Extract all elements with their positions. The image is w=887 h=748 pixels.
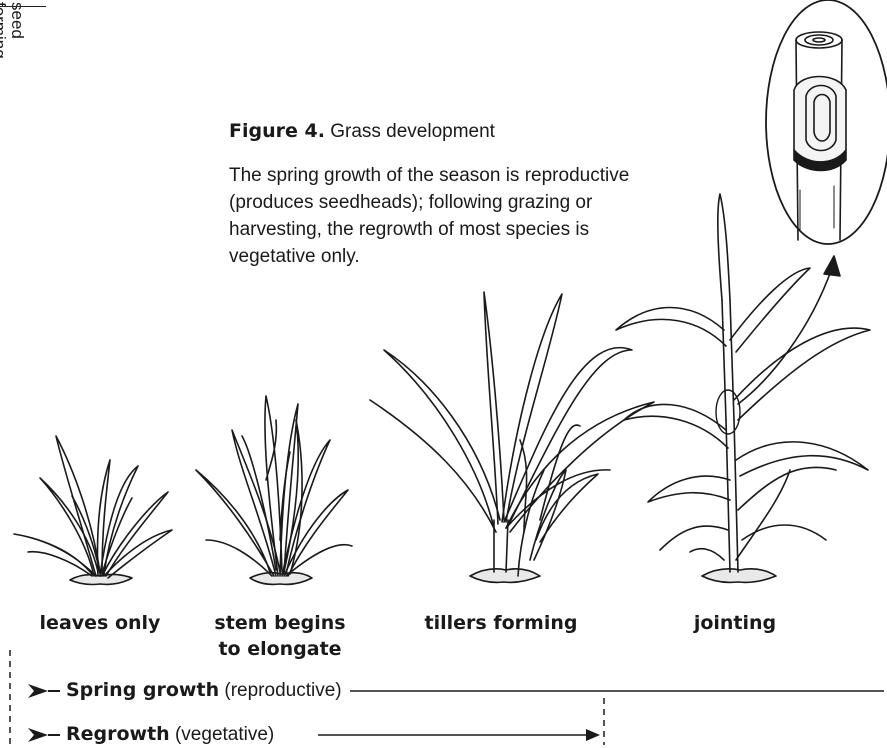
stage-tillers-forming: tillers forming [404,610,598,636]
regrowth-arrowhead-icon [586,729,600,741]
stage-stem-elongate: stem begins to elongate [190,610,370,662]
spring-growth-note: (reproductive) [224,680,341,701]
regrowth-note: (vegetative) [175,724,274,745]
stage-stem-line1: stem begins [190,610,370,636]
plant-leaves-only [14,436,172,585]
spring-arrow-icon [28,684,60,698]
stage-jointing: jointing [680,610,790,636]
stage-stem-line2: to elongate [190,636,370,662]
legend-regrowth: Regrowth (vegetative) [66,723,274,746]
stage-leaves-only: leaves only [10,610,190,636]
plant-tillers-forming [370,292,654,582]
legend-spring-growth: Spring growth (reproductive) [66,679,342,702]
plant-jointing [616,194,870,582]
magnify-arrowhead [824,256,840,276]
regrowth-label: Regrowth [66,723,170,745]
regrowth-arrow-icon [28,728,60,742]
spring-growth-label: Spring growth [66,679,219,701]
plant-stem-elongate [196,396,352,584]
node-magnification-inset [766,0,887,244]
